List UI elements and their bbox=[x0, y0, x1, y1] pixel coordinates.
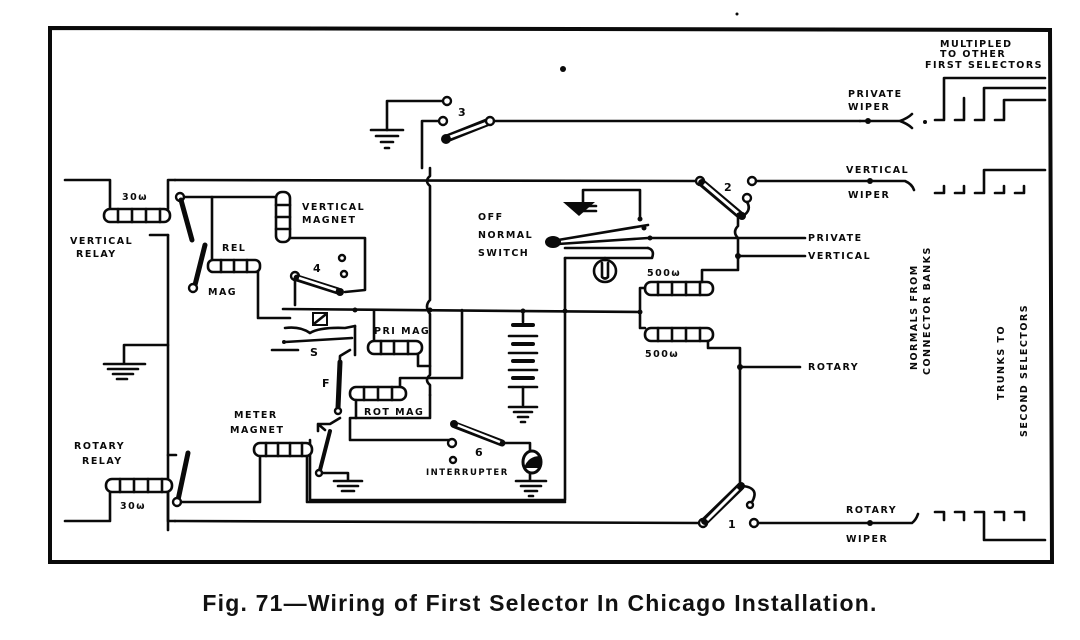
trunks-label-2: SECOND SELECTORS bbox=[1019, 304, 1030, 437]
vertical-relay: 30ω VERTICAL RELAY bbox=[63, 178, 282, 532]
spring-assembly: S F bbox=[270, 312, 357, 416]
multipled-banks-vertical bbox=[933, 168, 1047, 195]
trunks-label-1: TRUNKS TO bbox=[996, 325, 1007, 400]
meter-magnet-label-2: MAGNET bbox=[230, 425, 285, 436]
vertical-relay-label-1: VERTICAL bbox=[70, 236, 133, 247]
vertical-magnet: VERTICAL MAGNET bbox=[274, 190, 367, 294]
normals-label-2: CONNECTOR BANKS bbox=[922, 246, 933, 375]
ground-symbol bbox=[369, 128, 405, 150]
ground-symbol bbox=[563, 202, 598, 216]
off-normal-label-2: NORMAL bbox=[478, 230, 533, 241]
switch-4: 4 bbox=[289, 253, 349, 307]
figure-caption: Fig. 71—Wiring of First Selector In Chic… bbox=[202, 590, 878, 616]
return-lead bbox=[308, 256, 567, 502]
private-wiper-label-2: WIPER bbox=[848, 102, 890, 113]
private-wiper-circuit: 3 PRIVATE WIPER bbox=[369, 89, 927, 170]
rotary-relay: ROTARY RELAY 30ω bbox=[63, 441, 262, 523]
vertical-magnet-label-1: VERTICAL bbox=[302, 202, 365, 213]
rel-mag-label-1: REL bbox=[222, 243, 246, 254]
rotary-relay-ohms: 30ω bbox=[120, 501, 146, 512]
ground-symbol bbox=[507, 405, 539, 424]
off-normal-switch: OFF NORMAL SWITCH PRIVATE bbox=[478, 188, 863, 284]
rotary-wiper-label-1: ROTARY bbox=[846, 505, 897, 516]
interrupter-label: INTERRUPTER bbox=[426, 468, 509, 478]
off-normal-label-1: OFF bbox=[478, 212, 504, 223]
coil-500w-top: 500ω VERTICAL bbox=[638, 212, 871, 314]
switch-3-number: 3 bbox=[458, 106, 466, 119]
off-normal-label-3: SWITCH bbox=[478, 248, 529, 259]
switch-6-number: 6 bbox=[475, 446, 483, 459]
switch-2: 2 bbox=[698, 175, 758, 220]
rotary-wiper-label-2: WIPER bbox=[846, 534, 888, 545]
switch-2-number: 2 bbox=[724, 181, 732, 194]
rot-mag-label: ROT MAG bbox=[364, 407, 424, 418]
battery bbox=[507, 309, 539, 424]
rotary-relay-label-1: ROTARY bbox=[74, 441, 125, 452]
switch-4-number: 4 bbox=[313, 262, 321, 275]
vertical-wiper-label-2: WIPER bbox=[848, 190, 890, 201]
meter-magnet-label-1: METER bbox=[234, 410, 278, 421]
coil-500w-top-label: 500ω bbox=[647, 268, 681, 279]
rotary-relay-label-2: RELAY bbox=[82, 456, 123, 467]
switch-3: 3 bbox=[441, 106, 496, 144]
switch-1: 1 bbox=[697, 482, 760, 531]
vertical-relay-label-2: RELAY bbox=[76, 249, 117, 260]
coil-500w-bottom-label: 500ω bbox=[645, 349, 679, 360]
coil-500w-bottom: 500ω ROTARY bbox=[638, 310, 859, 488]
rotary-wiper-circuit: 1 ROTARY WIPER bbox=[173, 482, 920, 545]
multipled-banks-top: MULTIPLED TO OTHER FIRST SELECTORS bbox=[925, 39, 1047, 122]
vertical-wiper-label-1: VERTICAL bbox=[846, 165, 909, 176]
meter-magnet: METER MAGNET bbox=[230, 410, 567, 504]
ground-symbol bbox=[514, 479, 548, 498]
spring-f-label: F bbox=[322, 377, 330, 390]
release-magnet: REL MAG bbox=[206, 195, 292, 320]
vertical-out-label: VERTICAL bbox=[808, 251, 871, 262]
first-selectors-label: FIRST SELECTORS bbox=[925, 60, 1043, 71]
pri-mag-label: PRI MAG bbox=[374, 326, 430, 337]
vertical-relay-ohms: 30ω bbox=[122, 192, 148, 203]
pri-mag: PRI MAG bbox=[366, 308, 432, 368]
left-ground bbox=[102, 343, 170, 381]
switch-1-number: 1 bbox=[728, 518, 736, 531]
spring-s-label: S bbox=[310, 346, 318, 359]
private-out-label: PRIVATE bbox=[808, 233, 863, 244]
interrupter: 6 INTERRUPTER bbox=[426, 420, 548, 498]
common-vertical-lead bbox=[425, 166, 432, 397]
normals-label-1: NORMALS FROM bbox=[909, 264, 920, 370]
private-wiper-label-1: PRIVATE bbox=[848, 89, 903, 100]
multipled-label: MULTIPLED bbox=[940, 39, 1013, 50]
rel-mag-label-2: MAG bbox=[208, 287, 237, 298]
multipled-banks-rotary bbox=[933, 510, 1047, 542]
rotary-out-label: ROTARY bbox=[808, 362, 859, 373]
to-other-label: TO OTHER bbox=[940, 49, 1006, 60]
rot-mag: ROT MAG bbox=[348, 308, 464, 442]
diagram-frame bbox=[48, 25, 1055, 564]
vertical-wiper-circuit: 2 VERTICAL WIPER bbox=[173, 165, 916, 220]
vertical-magnet-label-2: MAGNET bbox=[302, 215, 357, 226]
